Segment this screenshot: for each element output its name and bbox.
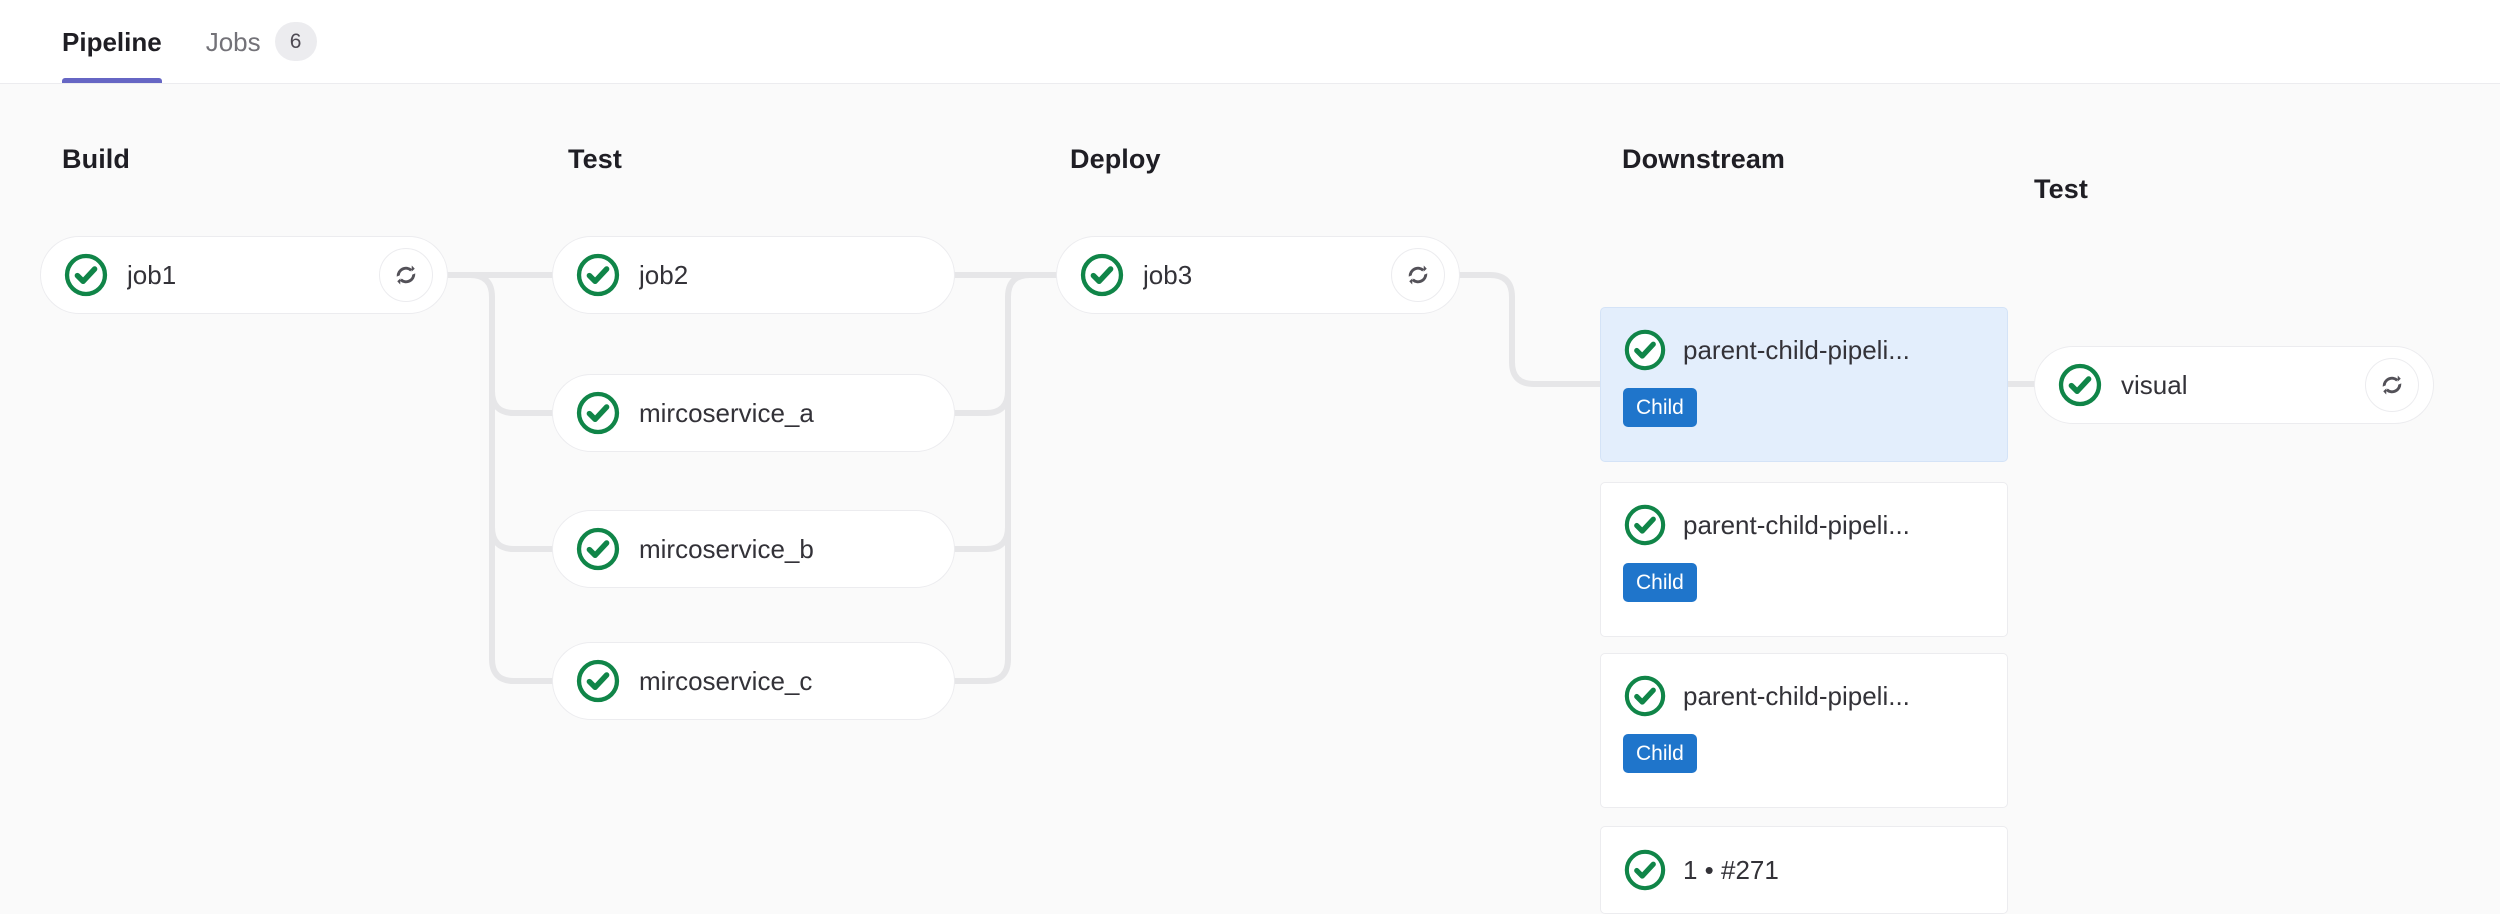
downstream-card-2[interactable]: parent-child-pipeli... Child (1600, 482, 2008, 637)
retry-button-visual[interactable] (2365, 358, 2419, 412)
downstream-card-1-badge: Child (1623, 388, 1697, 427)
status-success-icon (2058, 363, 2102, 407)
job-card-job1[interactable]: job1 (40, 236, 448, 314)
status-success-icon (1624, 849, 1666, 891)
retry-button-job1[interactable] (379, 248, 433, 302)
downstream-card-2-name: parent-child-pipeli... (1683, 509, 1910, 540)
pipeline-connector-lines (445, 272, 2037, 684)
downstream-card-3-name: parent-child-pipeli... (1683, 680, 1910, 711)
status-success-icon (1624, 504, 1666, 546)
status-success-icon (1624, 329, 1666, 371)
downstream-card-3-row: parent-child-pipeli... (1623, 674, 1985, 718)
downstream-card-1[interactable]: parent-child-pipeli... Child (1600, 307, 2008, 462)
status-success-icon (576, 253, 620, 297)
retry-button-job3[interactable] (1391, 248, 1445, 302)
status-success-icon (64, 253, 108, 297)
downstream-card-3[interactable]: parent-child-pipeli... Child (1600, 653, 2008, 808)
stage-title-test: Test (568, 144, 622, 174)
job-name-job3: job3 (1143, 259, 1193, 290)
downstream-card-4-row: 1 • #271 (1623, 848, 1779, 892)
job-name-job1: job1 (127, 259, 177, 290)
job-card-mircoservice-c[interactable]: mircoservice_c (552, 642, 955, 720)
tab-pipeline-label: Pipeline (62, 26, 162, 57)
retry-icon (396, 265, 416, 285)
job-name-job2: job2 (639, 259, 689, 290)
downstream-card-4-name: 1 • #271 (1683, 854, 1779, 885)
downstream-card-4[interactable]: 1 • #271 (1600, 826, 2008, 914)
retry-icon (1408, 265, 1428, 285)
job-name-mircoservice-a: mircoservice_a (639, 397, 814, 428)
job-name-mircoservice-b: mircoservice_b (639, 533, 814, 564)
downstream-card-3-badge: Child (1623, 734, 1697, 773)
tab-jobs[interactable]: Jobs 6 (184, 0, 339, 83)
status-success-icon (576, 391, 620, 435)
job-card-job2[interactable]: job2 (552, 236, 955, 314)
job-name-mircoservice-c: mircoservice_c (639, 665, 813, 696)
pipeline-graph-canvas: Build Test Deploy Downstream Test job1 j… (0, 84, 2500, 914)
pipeline-tab-bar: Pipeline Jobs 6 (0, 0, 2500, 84)
stage-title-downstream: Downstream (1622, 144, 1786, 174)
status-success-icon (1624, 675, 1666, 717)
status-success-icon (576, 659, 620, 703)
job-name-visual: visual (2121, 369, 2188, 400)
tab-jobs-count-badge: 6 (274, 22, 317, 61)
downstream-card-1-row: parent-child-pipeli... (1623, 328, 1985, 372)
tab-jobs-label: Jobs (205, 26, 261, 57)
job-card-job3[interactable]: job3 (1056, 236, 1460, 314)
downstream-card-2-row: parent-child-pipeli... (1623, 503, 1985, 547)
stage-title-deploy: Deploy (1070, 144, 1161, 174)
stage-title-downstream-test: Test (2034, 174, 2088, 204)
job-card-mircoservice-a[interactable]: mircoservice_a (552, 374, 955, 452)
job-card-mircoservice-b[interactable]: mircoservice_b (552, 510, 955, 588)
job-card-visual[interactable]: visual (2034, 346, 2434, 424)
status-success-icon (1080, 253, 1124, 297)
downstream-card-1-name: parent-child-pipeli... (1683, 334, 1910, 365)
retry-icon (2382, 375, 2402, 395)
stage-title-build: Build (62, 144, 130, 174)
downstream-card-2-badge: Child (1623, 563, 1697, 602)
tab-pipeline[interactable]: Pipeline (40, 0, 184, 83)
status-success-icon (576, 527, 620, 571)
